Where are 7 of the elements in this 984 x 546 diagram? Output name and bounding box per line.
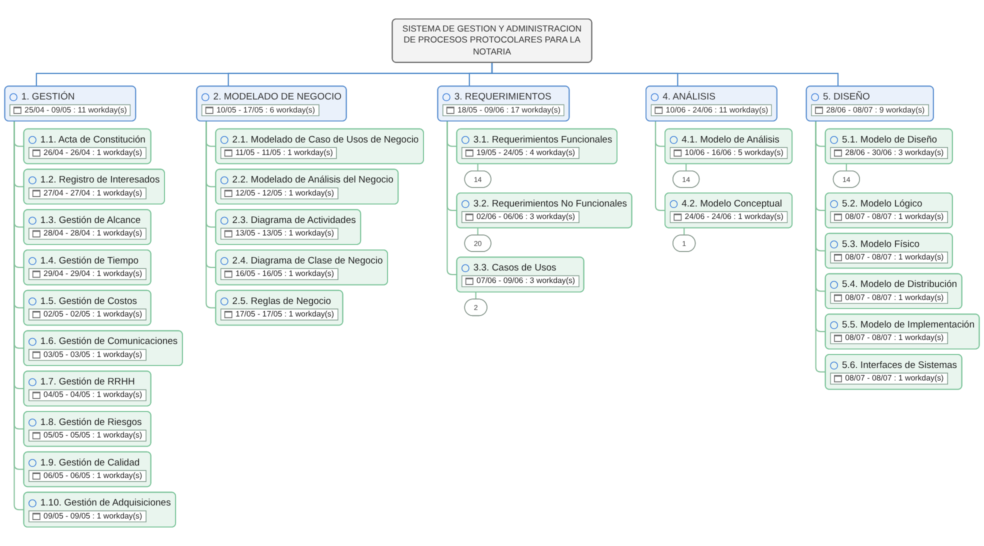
connector xyxy=(477,228,478,235)
connector xyxy=(491,62,839,86)
connector xyxy=(206,120,216,308)
connector xyxy=(815,120,826,372)
connector xyxy=(654,120,665,211)
connector xyxy=(477,164,478,171)
connector xyxy=(446,120,457,276)
